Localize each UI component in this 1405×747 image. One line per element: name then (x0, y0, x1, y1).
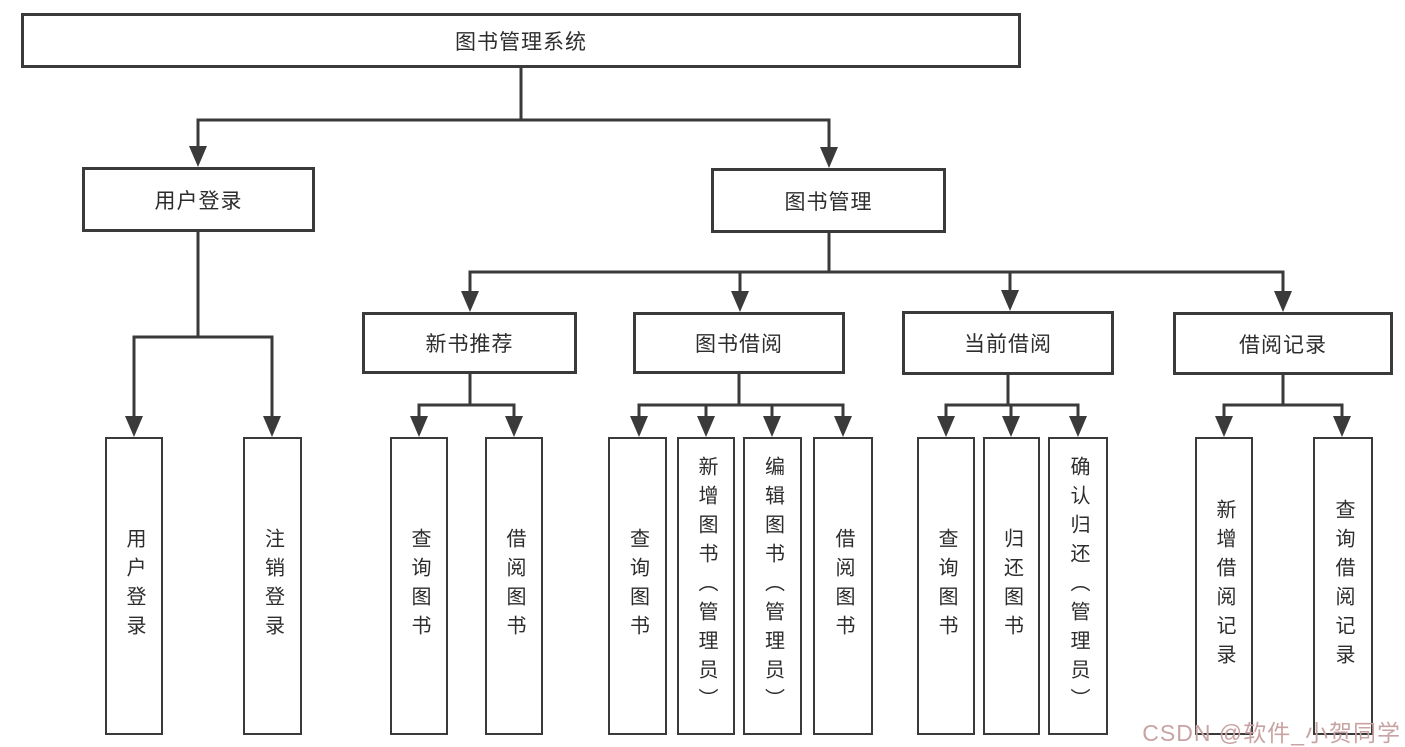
node-user-login: 用户登录 (82, 167, 315, 232)
leaf-confirm-return-admin: 确认归还（管理员） (1048, 437, 1108, 735)
leaf-query-books: 查询图书 (917, 437, 975, 735)
leaf-user-login: 用户登录 (105, 437, 163, 735)
leaf-query-books: 查询图书 (608, 437, 667, 735)
node-library-management-system: 图书管理系统 (21, 13, 1021, 68)
node-borrowing-records: 借阅记录 (1173, 312, 1393, 375)
leaf-edit-book-admin: 编辑图书（管理员） (743, 437, 802, 735)
node-book-borrowing: 图书借阅 (633, 312, 845, 374)
arrowhead-icons (125, 146, 1351, 437)
node-new-book-recommendation: 新书推荐 (362, 312, 577, 374)
node-book-management: 图书管理 (711, 168, 946, 233)
leaf-logout-login: 注销登录 (243, 437, 302, 735)
leaf-query-books: 查询图书 (390, 437, 448, 735)
leaf-return-book: 归还图书 (983, 437, 1040, 735)
csdn-watermark: CSDN @软件_小贺同学 (1142, 720, 1401, 746)
leaf-borrow-books: 借阅图书 (813, 437, 873, 735)
node-current-borrowing: 当前借阅 (902, 311, 1114, 375)
leaf-borrow-books: 借阅图书 (485, 437, 543, 735)
leaf-add-book-admin: 新增图书（管理员） (677, 437, 735, 735)
leaf-add-borrow-record: 新增借阅记录 (1195, 437, 1253, 735)
leaf-query-borrow-record: 查询借阅记录 (1313, 437, 1373, 735)
